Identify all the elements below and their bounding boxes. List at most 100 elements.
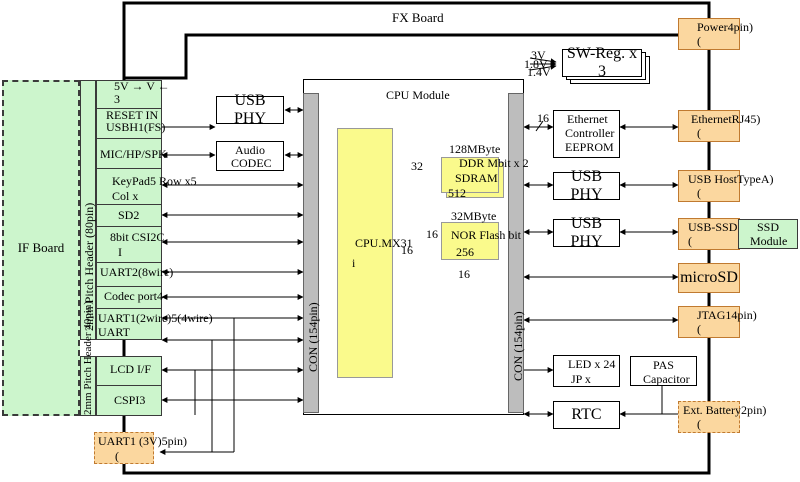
row-divider [96, 168, 162, 169]
uart1-3v-line1: UART1 (3V)5pin) [98, 434, 187, 448]
eth-bus-label: 16 [537, 111, 549, 125]
port-usb-ssd-line2: ( [688, 234, 692, 248]
reset-usbh1-line2: USBH1(FS) [106, 120, 166, 134]
usb-phy-left-label: USB PHY [233, 92, 266, 127]
lower-signal-panel [96, 356, 162, 416]
row-divider [96, 385, 162, 386]
keypad-line1: KeyPad5 Row x5 [112, 174, 197, 188]
port-battery: Ext. Battery2pin) ( [678, 401, 766, 433]
port-usb-host: USB HostTypeA) ( [678, 170, 774, 202]
left-signal-lines [159, 107, 304, 455]
eth-line3: EEPROM [565, 140, 614, 154]
header-40pin-label: 2mm Pitch Header 40pin) [82, 301, 94, 415]
ddr-line1: DDR Mbit x 2 [459, 156, 529, 170]
port-ethernet-line1: EthernetRJ45) [691, 112, 761, 126]
port-power-line1: Power4pin) [697, 20, 753, 34]
lcd-if-label: LCD I/F [110, 362, 152, 376]
sw-reg-v3: 1.4V [527, 65, 551, 79]
port-power-line2: ( [697, 34, 701, 48]
led-jp: LED x 24 JP x [553, 355, 620, 387]
port-jtag-line2: ( [697, 322, 701, 336]
ddr-size-label: 128MByte [449, 142, 501, 156]
if-board: IF Board [2, 80, 80, 416]
usb-phy-left: USB PHY [216, 92, 284, 127]
con-left-label: CON (154pin) [306, 302, 320, 372]
row-divider [96, 108, 162, 109]
keypad-line2: Col x [112, 189, 139, 203]
con-right: CON (154pin) [508, 93, 525, 413]
port-usb-ssd-line1: USB-SSD [688, 220, 738, 234]
pas-capacitor: PAS Capacitor [630, 356, 697, 386]
uart1-3v-connector: UART1 (3V)5pin) ( [94, 432, 187, 464]
uart1-3v-line2: ( [115, 449, 119, 463]
nor-line2: 256 [456, 245, 474, 259]
usb-phy-right-a: USB PHY [553, 168, 620, 203]
bus-32-label: 32 [411, 159, 423, 173]
if-board-title: IF Board [17, 240, 65, 255]
pas-line2: Capacitor [643, 372, 690, 386]
con-left: CON (154pin) [303, 93, 320, 413]
row-divider [96, 286, 162, 287]
cpu-chip-label-2: i [352, 256, 356, 270]
port-jtag-line1: JTAG14pin) [697, 308, 757, 322]
bus-16c-label: 16 [458, 267, 470, 281]
ssd-module-line2: Module [750, 234, 788, 248]
port-usb-host-line2: ( [697, 186, 701, 200]
audio-codec-line1: Audio [235, 143, 265, 157]
usb-phy-right-b: USB PHY [553, 215, 620, 250]
sw-reg-v2: 1.8V [524, 57, 548, 71]
port-usb-host-line1: USB HostTypeA) [688, 172, 774, 186]
pas-line1: PAS [653, 358, 674, 372]
led-line1: LED x 24 [568, 357, 616, 371]
cspi3-label: CSPI3 [114, 393, 146, 407]
port-ethernet-line2: ( [697, 126, 701, 140]
uart1-5-line2: UART [98, 325, 130, 339]
mic-hp-spk-label: MIC/HP/SPK [100, 147, 167, 161]
sw-reg-v1: 3V [531, 48, 546, 62]
row-divider [96, 138, 162, 139]
ddr-line2: SDRAM [455, 171, 498, 185]
audio-codec-line2: CODEC [231, 156, 272, 170]
cpu-module-title: CPU Module [386, 88, 450, 102]
row-divider [96, 308, 162, 309]
power-select-line1: 5V → V ← [114, 79, 170, 93]
nor-size-label: 32MByte [451, 209, 497, 223]
con-right-label: CON (154pin) [511, 311, 525, 381]
row-divider [96, 226, 162, 227]
nor-line1: NOR Flash bit [451, 228, 522, 242]
fx-board-title: FX Board [392, 10, 444, 25]
ethernet-controller: Ethernet Controller EEPROM [553, 110, 620, 158]
bus-16b-label: 16 [401, 243, 413, 257]
port-microsd-label: microSD [680, 269, 738, 286]
bus-16a-label: 16 [426, 227, 438, 241]
port-battery-line2: ( [697, 417, 701, 431]
sd2-label: SD2 [118, 208, 140, 222]
ddr-line3: 512 [448, 186, 466, 200]
sw-reg: SW-Reg. x 3 [562, 45, 642, 80]
cpu-chip: CPU.MX31 i [337, 128, 413, 378]
port-power: Power4pin) ( [678, 18, 753, 50]
eth-line1: Ethernet [567, 112, 608, 126]
ddr-sdram [441, 157, 499, 193]
led-line2: JP x [571, 372, 591, 386]
left-signal-panel [96, 80, 162, 340]
port-usb-ssd: USB-SSD ( [678, 218, 740, 250]
right-signal-lines [523, 57, 679, 417]
nor-flash [441, 222, 499, 260]
usb-phy-right-b-label: USB PHY [570, 215, 603, 250]
rtc-label: RTC [571, 406, 602, 423]
row-divider [96, 262, 162, 263]
ssd-module-line1: SSD [757, 220, 780, 234]
port-ethernet: EthernetRJ45) ( [678, 110, 760, 142]
uart1-5-line1: UART1(2wire)5(4wire) [98, 311, 213, 325]
power-select-line2: 3 [114, 92, 120, 106]
usb-phy-right-a-label: USB PHY [570, 168, 603, 203]
rtc: RTC [553, 401, 620, 429]
row-divider [96, 204, 162, 205]
port-microsd: microSD [678, 263, 740, 293]
codec-port-label: Codec port4 [104, 289, 163, 303]
csi2c-line1: 8bit CSI2C [110, 230, 165, 244]
power-feed-line [124, 33, 678, 80]
sw-reg-label: SW-Reg. x 3 [566, 45, 638, 80]
ssd-module: SSD Module [738, 219, 798, 249]
